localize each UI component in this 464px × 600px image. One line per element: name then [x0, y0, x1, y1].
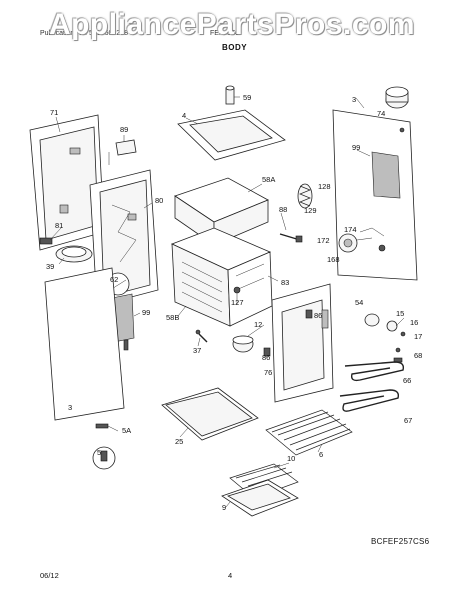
bake-element — [344, 361, 405, 382]
callout-10: 10 — [287, 454, 295, 463]
leveling-leg — [92, 423, 116, 470]
callout-37: 37 — [193, 346, 201, 355]
callout-39: 39 — [46, 262, 54, 271]
callout-67: 67 — [404, 416, 412, 425]
callout-76: 76 — [264, 368, 272, 377]
callout-5: 5 — [97, 448, 101, 457]
callout-62: 62 — [110, 275, 118, 284]
diagram-code: BCFEF257CS6 — [371, 537, 430, 546]
callout-16: 16 — [410, 318, 418, 327]
callout-54: 54 — [355, 298, 363, 307]
callout-80: 80 — [155, 196, 163, 205]
callout-3-left: 3 — [68, 403, 72, 412]
callout-86-lower: 86 — [262, 353, 270, 362]
callout-88: 88 — [279, 205, 287, 214]
knob-part — [385, 86, 409, 133]
callout-81: 81 — [55, 221, 63, 230]
footer-date: 06/12 — [40, 571, 59, 580]
callout-12: 12 — [254, 320, 262, 329]
callout-127: 127 — [231, 298, 244, 307]
left-inner-panel — [89, 169, 159, 307]
callout-58b: 58B — [166, 313, 179, 322]
callout-86-upper: 86 — [314, 311, 322, 320]
callout-74: 74 — [377, 109, 385, 118]
callout-59: 59 — [243, 93, 251, 102]
callout-83: 83 — [281, 278, 289, 287]
bracket-part — [108, 139, 137, 165]
callout-129: 129 — [304, 206, 317, 215]
publication-number: Publication No. 5995605208 — [40, 30, 128, 37]
cord-part — [39, 237, 93, 263]
callout-128: 128 — [318, 182, 331, 191]
broiler-pan — [221, 463, 299, 517]
fastener-part — [233, 286, 241, 305]
oven-rack — [265, 409, 353, 456]
callout-172: 172 — [317, 236, 330, 245]
callout-15: 15 — [396, 309, 404, 318]
callout-99-right: 99 — [352, 143, 360, 152]
callout-68: 68 — [414, 351, 422, 360]
screw-part — [279, 233, 303, 243]
lamp-assembly — [338, 227, 386, 253]
callout-3-top: 3 — [352, 95, 356, 104]
selector-parts — [364, 313, 406, 363]
callout-25: 25 — [175, 437, 183, 446]
page-title: BODY — [222, 43, 248, 52]
callout-17: 17 — [414, 332, 422, 341]
callout-66: 66 — [403, 376, 411, 385]
callout-99-left: 99 — [142, 308, 150, 317]
callout-9: 9 — [222, 503, 226, 512]
left-side-panel — [44, 267, 129, 421]
callout-6: 6 — [319, 450, 323, 459]
callout-labels: 71 89 59 4 3 74 99 80 58A 128 129 88 174… — [46, 93, 422, 512]
model-reference: FEF357C — [210, 30, 240, 37]
callout-89: 89 — [120, 125, 128, 134]
top-pin — [225, 85, 235, 105]
callout-168: 168 — [327, 255, 340, 264]
storage-drawer-pan — [161, 387, 259, 441]
screw-37 — [195, 329, 208, 343]
oven-cavity — [170, 227, 273, 327]
callout-174: 174 — [344, 225, 357, 234]
rear-panel — [29, 114, 105, 251]
callout-58a: 58A — [262, 175, 275, 184]
thermostat-part — [232, 309, 313, 357]
callout-leaders — [49, 96, 405, 508]
front-frame — [271, 283, 334, 403]
footer-page-number: 4 — [228, 571, 233, 580]
callout-5a: 5A — [122, 426, 131, 435]
broil-element — [339, 389, 400, 412]
top-panel — [177, 109, 286, 161]
coil-part — [297, 183, 313, 209]
right-side-panel — [332, 109, 418, 281]
callout-4: 4 — [182, 111, 186, 120]
callout-71: 71 — [50, 108, 58, 117]
